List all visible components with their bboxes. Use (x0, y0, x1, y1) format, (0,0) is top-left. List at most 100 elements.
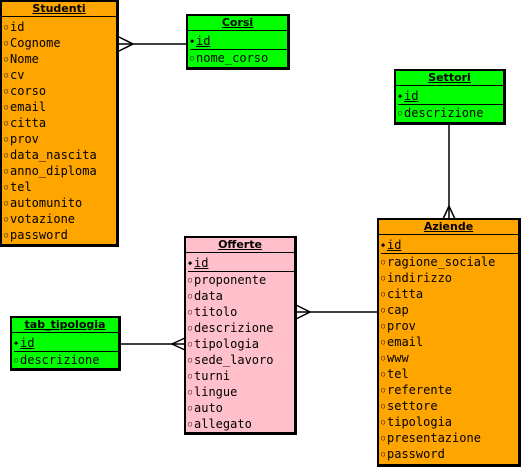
attribute-field: titolo (188, 304, 294, 320)
field-name: automunito (10, 196, 83, 210)
attribute-field: tipologia (188, 336, 294, 352)
field-list: id (186, 253, 294, 272)
link-tipologia-offerte (120, 337, 186, 351)
field-name: indirizzo (387, 271, 453, 285)
attribute-field: corso (4, 83, 116, 99)
attribute-field: tel (381, 366, 518, 382)
field-name: password (10, 228, 68, 242)
attribute-field: descrizione (14, 352, 118, 368)
attribute-field: automunito (4, 195, 116, 211)
entity-title: Settori (396, 71, 503, 86)
field-name: proponente (194, 273, 267, 287)
field-name: anno_diploma (10, 164, 97, 178)
attribute-field: citta (381, 286, 518, 302)
attribute-field: referente (381, 382, 518, 398)
attribute-field: Cognome (4, 35, 116, 51)
entity-title: Corsi (188, 16, 287, 31)
attribute-field: email (381, 334, 518, 350)
field-name: tel (387, 367, 409, 381)
attribute-field: ragione_sociale (381, 254, 518, 270)
attribute-field: proponente (188, 272, 294, 288)
field-name: citta (10, 116, 47, 130)
field-name: Nome (10, 52, 39, 66)
attribute-field: id (4, 19, 116, 35)
attribute-field: password (381, 446, 518, 462)
entity-title: Aziende (379, 220, 518, 235)
entity-studenti: Studenti idCognomeNome cv corso email citta p… (0, 0, 119, 247)
field-name: corso (10, 84, 47, 98)
entity-title: Studenti (2, 2, 116, 17)
entity-title: Offerte (186, 238, 294, 253)
attribute-field: prov (381, 318, 518, 334)
field-name: prov (10, 132, 39, 146)
field-name: auto (194, 401, 223, 415)
field-list: id (12, 333, 118, 352)
field-list: nome_corso (188, 50, 287, 66)
field-list: id (396, 86, 503, 105)
link-offerte-aziende (295, 304, 378, 320)
attribute-field: data_nascita (4, 147, 116, 163)
attribute-field: settore (381, 398, 518, 414)
field-name: descrizione (194, 321, 274, 335)
field-list: descrizione (396, 105, 503, 121)
field-name: Cognome (10, 36, 61, 50)
attribute-field: www (381, 350, 518, 366)
field-name: prov (387, 319, 416, 333)
field-name: tipologia (387, 415, 453, 429)
attribute-field: sede_lavoro (188, 352, 294, 368)
attribute-field: auto (188, 400, 294, 416)
entity-title: tab_tipologia (12, 318, 118, 333)
field-name: tel (10, 180, 32, 194)
field-list: idCognomeNome cv corso email citta prov data_n… (2, 17, 116, 243)
field-name: data (194, 289, 223, 303)
link-studenti-corsi (118, 36, 187, 52)
field-name: lingue (194, 385, 238, 399)
field-list: proponente data titolo descrizione tipologia… (186, 272, 294, 432)
attribute-field: tipologia (381, 414, 518, 430)
field-name: ragione_sociale (387, 255, 496, 269)
primary-key-field: id (381, 237, 518, 254)
attribute-field: cv (4, 67, 116, 83)
field-name: email (10, 100, 47, 114)
field-list: descrizione (12, 352, 118, 368)
field-list: id (188, 31, 287, 50)
field-name: nome_corso (196, 51, 269, 65)
attribute-field: password (4, 227, 116, 243)
attribute-field: Nome (4, 51, 116, 67)
entity-tab-tipologia: tab_tipologia id descrizione (10, 316, 121, 371)
attribute-field: presentazione (381, 430, 518, 446)
primary-key-field: id (398, 88, 503, 105)
entity-offerte: Offerte id proponente data titolo descrizio… (184, 236, 297, 435)
attribute-field: votazione (4, 211, 116, 227)
field-name: presentazione (387, 431, 481, 445)
field-name: referente (387, 383, 453, 397)
field-name: titolo (194, 305, 238, 319)
field-name: email (387, 335, 424, 349)
field-name: tipologia (194, 337, 260, 351)
field-name: id (10, 20, 25, 34)
attribute-field: lingue (188, 384, 294, 400)
attribute-field: descrizione (188, 320, 294, 336)
field-list: id (379, 235, 518, 254)
field-name: allegato (194, 417, 252, 431)
attribute-field: descrizione (398, 105, 503, 121)
field-name: descrizione (20, 353, 100, 367)
entity-corsi: Corsi id nome_corso (186, 14, 290, 70)
field-name: descrizione (404, 106, 484, 120)
link-settori-aziende (442, 124, 456, 220)
primary-key-field: id (188, 255, 294, 272)
primary-key-field: id (14, 335, 118, 352)
attribute-field: data (188, 288, 294, 304)
field-name: data_nascita (10, 148, 97, 162)
field-name: settore (387, 399, 438, 413)
field-name: cap (387, 303, 409, 317)
attribute-field: allegato (188, 416, 294, 432)
attribute-field: citta (4, 115, 116, 131)
attribute-field: email (4, 99, 116, 115)
field-name: password (387, 447, 445, 461)
attribute-field: nome_corso (190, 50, 287, 66)
attribute-field: prov (4, 131, 116, 147)
field-name: cv (10, 68, 25, 82)
field-list: ragione_sociale indirizzocittacap prov emai… (379, 254, 518, 462)
